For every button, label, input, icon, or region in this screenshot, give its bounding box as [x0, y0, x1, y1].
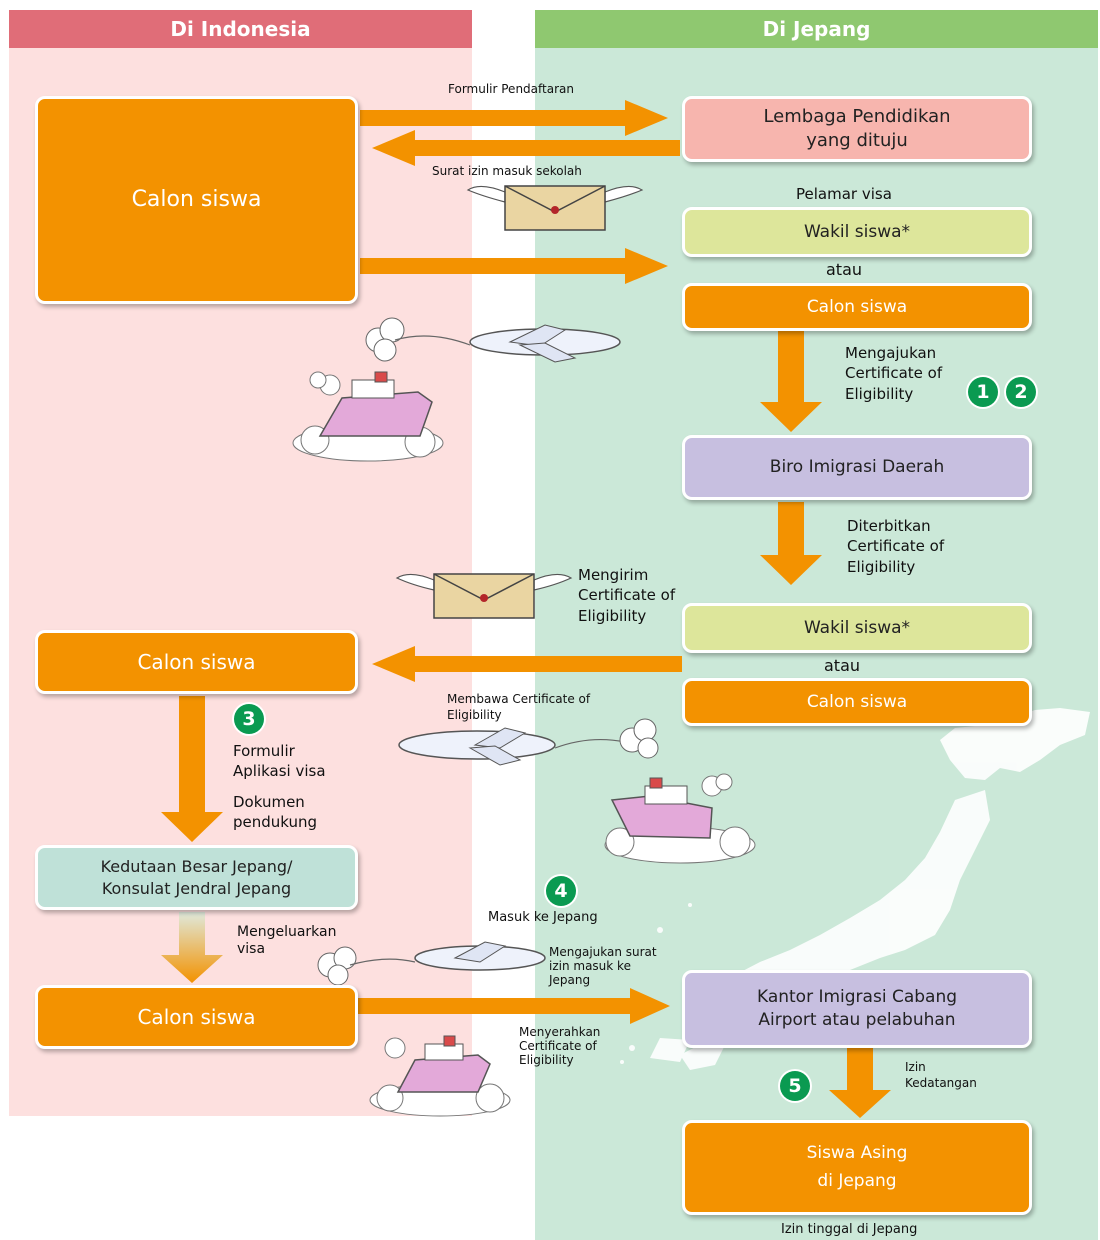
kantor-label-1: Kantor Imigrasi Cabang	[756, 987, 958, 1008]
label-diterbitkan-coe-1: Diterbitkan	[847, 517, 931, 535]
siswa-asing-box: Siswa Asing di Jepang	[682, 1120, 1032, 1215]
label-izin-kedatangan: Izin Kedatangan	[905, 1060, 977, 1091]
label-mengirim-coe-3: Eligibility	[578, 606, 647, 625]
label-dokumen-2: pendukung	[233, 813, 318, 832]
label-mengajukan-coe-2: Certificate of	[845, 364, 943, 383]
label-mengirim-coe-1: Mengirim	[578, 566, 649, 584]
label-mengirim-coe-2: Certificate of	[578, 586, 676, 605]
label-formulir-aplikasi: Formulir Aplikasi visa	[233, 741, 326, 782]
arrow-from-biro	[760, 502, 822, 585]
label-masuk-jepang: Masuk ke Jepang	[488, 910, 598, 925]
calon-siswa-top-box: Calon siswa	[35, 96, 358, 304]
label-atau-1: atau	[826, 260, 863, 279]
label-izin-tinggal: Izin tinggal di Jepang	[781, 1222, 918, 1237]
calon-siswa-right-label-2: Calon siswa	[806, 691, 908, 712]
kantor-imigrasi-box: Kantor Imigrasi Cabang Airport atau pela…	[682, 970, 1032, 1048]
label-mengajukan-coe-3: Eligibility	[845, 384, 914, 403]
lembaga-label-2: yang dituju	[806, 130, 908, 151]
step-badge-4: 4	[546, 876, 576, 906]
calon-siswa-right-box-1: Calon siswa	[682, 283, 1032, 331]
label-surat-izin: Surat izin masuk sekolah	[432, 164, 582, 178]
kedutaan-label-1: Kedutaan Besar Jepang/	[100, 856, 293, 876]
airplane-icon	[317, 941, 546, 986]
envelope-icon	[466, 185, 644, 231]
header-indonesia: Di Indonesia	[9, 10, 472, 48]
label-mengajukan-coe: Mengajukan Certificate of Eligibility	[845, 343, 942, 404]
label-membawa-coe: Membawa Certificate of Eligibility	[447, 692, 590, 723]
arrow-to-siswa-asing	[829, 1048, 891, 1118]
label-formulir-aplikasi-2: Aplikasi visa	[233, 762, 326, 781]
label-mengeluarkan-visa: Mengeluarkan visa	[237, 924, 336, 958]
siswa-asing-label-1: Siswa Asing	[806, 1143, 908, 1164]
calon-siswa-top-label: Calon siswa	[131, 187, 262, 213]
envelope-icon	[395, 573, 573, 619]
label-pelamar-visa: Pelamar visa	[796, 185, 892, 203]
arrow-to-lembaga	[360, 100, 668, 136]
ship-icon	[292, 371, 444, 462]
arrow-mengeluarkan-visa	[161, 912, 223, 983]
wakil-siswa-box-2: Wakil siswa*	[682, 603, 1032, 653]
label-mengeluarkan-visa-1: Mengeluarkan	[237, 924, 337, 940]
label-diterbitkan-coe-3: Eligibility	[847, 557, 916, 576]
kantor-label-2: Airport atau pelabuhan	[758, 1010, 956, 1030]
calon-siswa-mid-label: Calon siswa	[137, 649, 256, 674]
airplane-icon	[398, 718, 659, 766]
calon-siswa-mid-box: Calon siswa	[35, 630, 358, 694]
label-mengajukan-surat: Mengajukan surat izin masuk ke Jepang	[549, 945, 657, 987]
arrow-from-lembaga	[372, 130, 680, 166]
label-diterbitkan-coe-2: Certificate of	[847, 537, 945, 556]
calon-siswa-right-box-2: Calon siswa	[682, 678, 1032, 726]
wakil-siswa-box-1: Wakil siswa*	[682, 207, 1032, 257]
label-izin-kedatangan-2: Kedatangan	[905, 1075, 977, 1090]
label-mengajukan-coe-1: Mengajukan	[845, 344, 937, 362]
siswa-asing-label-2: di Jepang	[817, 1170, 897, 1191]
arrow-to-biro	[760, 330, 822, 432]
arrow-to-pelamar	[360, 248, 668, 284]
lembaga-box: Lembaga Pendidikan yang dituju	[682, 96, 1032, 162]
label-mengajukan-surat-3: Jepang	[549, 972, 591, 987]
label-membawa-coe-2: Eligibility	[447, 707, 502, 722]
step-badge-5: 5	[780, 1071, 810, 1101]
calon-siswa-bottom-box: Calon siswa	[35, 985, 358, 1049]
label-formulir-aplikasi-1: Formulir	[233, 742, 295, 760]
biro-imigrasi-box: Biro Imigrasi Daerah	[682, 435, 1032, 500]
label-membawa-coe-1: Membawa Certificate of	[447, 692, 591, 706]
label-dokumen: Dokumen pendukung	[233, 792, 317, 833]
arrow-to-calon-mid	[372, 646, 682, 682]
label-menyerahkan-coe-3: Eligibility	[519, 1052, 574, 1067]
ship-icon	[369, 1035, 511, 1117]
label-mengajukan-surat-2: izin masuk ke	[549, 958, 631, 973]
step-badge-2: 2	[1006, 377, 1036, 407]
label-izin-kedatangan-1: Izin	[905, 1060, 926, 1074]
biro-imigrasi-label: Biro Imigrasi Daerah	[769, 457, 945, 478]
label-dokumen-1: Dokumen	[233, 793, 305, 811]
label-mengeluarkan-visa-2: visa	[237, 940, 266, 957]
label-formulir-pendaftaran: Formulir Pendaftaran	[448, 82, 574, 96]
step-badge-3: 3	[234, 704, 264, 734]
ship-icon	[604, 773, 756, 864]
wakil-siswa-label-1: Wakil siswa*	[803, 221, 911, 242]
label-diterbitkan-coe: Diterbitkan Certificate of Eligibility	[847, 516, 944, 577]
label-menyerahkan-coe: Menyerahkan Certificate of Eligibility	[519, 1025, 601, 1067]
kedutaan-box: Kedutaan Besar Jepang/ Konsulat Jendral …	[35, 845, 358, 910]
label-atau-2: atau	[824, 656, 861, 675]
lembaga-label-1: Lembaga Pendidikan	[763, 105, 951, 127]
wakil-siswa-label-2: Wakil siswa*	[803, 617, 911, 638]
header-japan: Di Jepang	[535, 10, 1098, 48]
label-mengirim-coe: Mengirim Certificate of Eligibility	[578, 565, 675, 626]
calon-siswa-right-label-1: Calon siswa	[806, 296, 908, 317]
step-badge-1: 1	[968, 377, 998, 407]
kedutaan-label-2: Konsulat Jendral Jepang	[101, 878, 292, 898]
label-menyerahkan-coe-2: Certificate of	[519, 1038, 597, 1053]
calon-siswa-bottom-label: Calon siswa	[137, 1004, 256, 1029]
label-menyerahkan-coe-1: Menyerahkan	[519, 1025, 601, 1039]
airplane-icon	[365, 317, 621, 363]
arrow-to-kedutaan	[161, 696, 223, 842]
arrow-to-kantor	[358, 988, 670, 1024]
label-mengajukan-surat-1: Mengajukan surat	[549, 945, 657, 959]
